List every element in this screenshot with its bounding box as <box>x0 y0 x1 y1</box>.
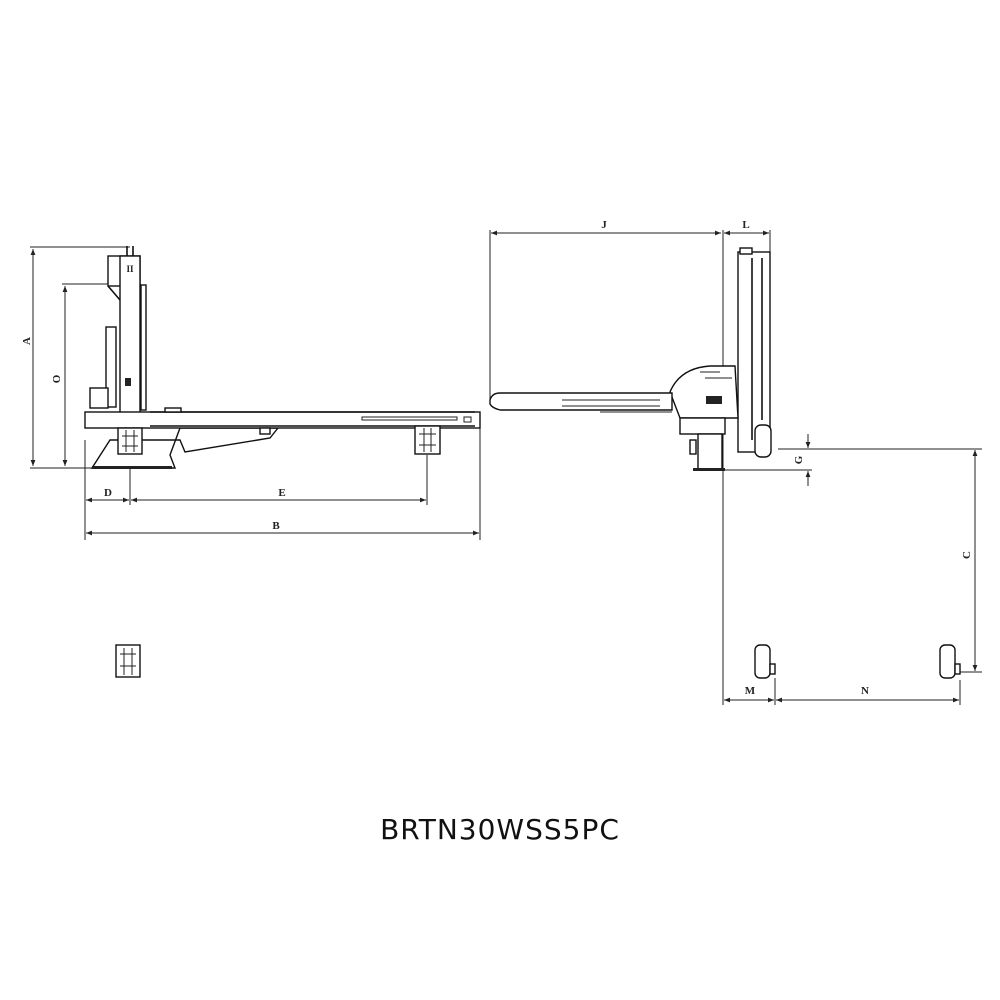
detail-component <box>115 644 141 678</box>
foot-right <box>939 644 961 679</box>
motor <box>89 387 109 409</box>
label-B: B <box>272 520 280 532</box>
foot-right <box>414 425 441 455</box>
label-C: C <box>961 551 973 559</box>
label-D: D <box>104 487 112 499</box>
front-view: J L G C M N <box>489 219 982 705</box>
label-A: A <box>21 337 33 345</box>
side-view: A O D E B II <box>21 246 481 540</box>
label-O: O <box>51 374 63 383</box>
vertical-column <box>737 251 771 453</box>
label-M: M <box>745 685 756 697</box>
foot-left <box>117 427 143 455</box>
label-G: G <box>793 455 805 464</box>
label-E: E <box>278 487 285 499</box>
extension-arm <box>489 392 673 411</box>
label-L: L <box>742 219 749 231</box>
label-J: J <box>601 219 607 231</box>
label-N: N <box>861 685 869 697</box>
model-title: BRTN30WSS5PC <box>380 813 620 846</box>
traverse-carriage <box>669 365 739 419</box>
foot-left <box>754 644 776 679</box>
column-marking: II <box>126 264 134 274</box>
column-label-mark <box>125 378 131 386</box>
pedestal <box>697 433 723 471</box>
base-plate <box>90 427 280 469</box>
column-end <box>754 424 772 458</box>
